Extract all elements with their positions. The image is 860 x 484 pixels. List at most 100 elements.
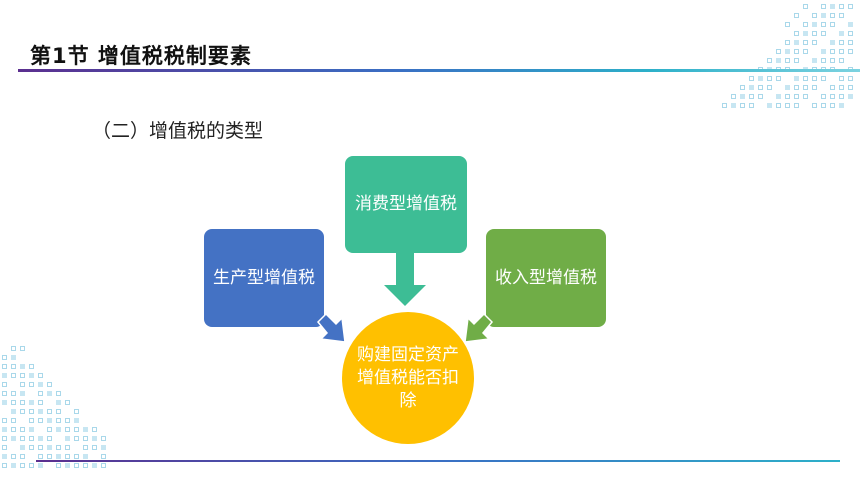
decorative-dot bbox=[785, 103, 790, 108]
decorative-dot bbox=[20, 436, 25, 441]
decorative-dot bbox=[2, 445, 7, 450]
decorative-dot bbox=[803, 22, 808, 27]
decorative-dot bbox=[20, 427, 25, 432]
decorative-dot bbox=[839, 85, 844, 90]
decorative-dot bbox=[20, 391, 25, 396]
decorative-dot bbox=[20, 400, 25, 405]
decorative-dot bbox=[839, 13, 844, 18]
decorative-dot bbox=[848, 22, 853, 27]
decorative-dot bbox=[2, 355, 7, 360]
decorative-dot bbox=[812, 13, 817, 18]
decorative-dot bbox=[65, 445, 70, 450]
decorative-dot bbox=[20, 382, 25, 387]
decorative-dot bbox=[848, 49, 853, 54]
decorative-dot bbox=[47, 391, 52, 396]
decorative-dot bbox=[47, 418, 52, 423]
income-type-vat-box: 收入型增值税 bbox=[486, 229, 606, 327]
decorative-dot bbox=[65, 463, 70, 468]
decorative-dot bbox=[803, 85, 808, 90]
decorative-dot bbox=[56, 463, 61, 468]
decorative-dot bbox=[848, 40, 853, 45]
decorative-dot bbox=[785, 22, 790, 27]
decorative-dot bbox=[848, 76, 853, 81]
decorative-dot bbox=[785, 49, 790, 54]
decorative-dot bbox=[11, 364, 16, 369]
decorative-dot bbox=[29, 364, 34, 369]
decorative-dot bbox=[56, 418, 61, 423]
decorative-dot bbox=[20, 346, 25, 351]
decorative-dot bbox=[848, 94, 853, 99]
decorative-dot bbox=[839, 94, 844, 99]
decorative-dot bbox=[65, 427, 70, 432]
decorative-dot bbox=[29, 427, 34, 432]
decorative-dot bbox=[47, 445, 52, 450]
decorative-dot bbox=[92, 427, 97, 432]
decorative-dot bbox=[2, 463, 7, 468]
decorative-dot bbox=[821, 22, 826, 27]
decorative-dot bbox=[38, 373, 43, 378]
income-type-vat-label: 收入型增值税 bbox=[495, 267, 597, 288]
decorative-dot bbox=[758, 94, 763, 99]
decorative-dot bbox=[767, 103, 772, 108]
decorative-dot bbox=[101, 445, 106, 450]
fixed-asset-vat-deduction-circle: 购建固定资产增值税能否扣除 bbox=[342, 312, 474, 444]
decorative-dot bbox=[38, 445, 43, 450]
decorative-dot bbox=[785, 94, 790, 99]
decorative-dot bbox=[38, 454, 43, 459]
decorative-dot bbox=[29, 409, 34, 414]
decorative-dot bbox=[794, 85, 799, 90]
decorative-dot bbox=[785, 85, 790, 90]
decorative-dot bbox=[803, 94, 808, 99]
decorative-dot bbox=[11, 391, 16, 396]
decorative-dot bbox=[29, 418, 34, 423]
decorative-dot bbox=[839, 4, 844, 9]
decorative-dot bbox=[821, 94, 826, 99]
decorative-dot bbox=[776, 94, 781, 99]
decorative-dot bbox=[65, 436, 70, 441]
decorative-dot bbox=[785, 40, 790, 45]
decorative-dot bbox=[839, 58, 844, 63]
decorative-dot bbox=[47, 454, 52, 459]
decorative-dot bbox=[38, 463, 43, 468]
decorative-dot bbox=[821, 103, 826, 108]
decorative-dot bbox=[65, 454, 70, 459]
decorative-dot bbox=[47, 382, 52, 387]
decorative-dot bbox=[794, 76, 799, 81]
decorative-dot bbox=[812, 103, 817, 108]
decorative-dot bbox=[740, 94, 745, 99]
decorative-dot bbox=[830, 13, 835, 18]
decorative-dot bbox=[2, 418, 7, 423]
decorative-dot bbox=[812, 22, 817, 27]
decorative-dot bbox=[803, 40, 808, 45]
decorative-dot bbox=[83, 445, 88, 450]
decorative-dot bbox=[785, 58, 790, 63]
decorative-dot bbox=[794, 40, 799, 45]
decorative-dot bbox=[794, 13, 799, 18]
decorative-dot bbox=[758, 85, 763, 90]
decorative-dot bbox=[776, 58, 781, 63]
decorative-dot bbox=[839, 103, 844, 108]
decorative-dot bbox=[821, 31, 826, 36]
decorative-dot bbox=[839, 49, 844, 54]
decorative-dot bbox=[776, 49, 781, 54]
decorative-dot bbox=[65, 418, 70, 423]
decorative-dot bbox=[794, 58, 799, 63]
decorative-dot bbox=[758, 76, 763, 81]
decorative-dot bbox=[101, 454, 106, 459]
decorative-dot bbox=[821, 58, 826, 63]
decorative-dot bbox=[56, 400, 61, 405]
decorative-dot bbox=[74, 418, 79, 423]
decorative-dot bbox=[830, 4, 835, 9]
decorative-dot bbox=[47, 427, 52, 432]
decorative-dot bbox=[821, 49, 826, 54]
decorative-dot bbox=[812, 40, 817, 45]
decorative-dot bbox=[749, 94, 754, 99]
decorative-dot bbox=[83, 436, 88, 441]
decorative-dot bbox=[740, 85, 745, 90]
decorative-dot bbox=[803, 76, 808, 81]
decorative-dot bbox=[56, 445, 61, 450]
decorative-dot bbox=[2, 436, 7, 441]
decorative-dot bbox=[29, 373, 34, 378]
decorative-dot bbox=[56, 391, 61, 396]
decorative-dot bbox=[11, 346, 16, 351]
